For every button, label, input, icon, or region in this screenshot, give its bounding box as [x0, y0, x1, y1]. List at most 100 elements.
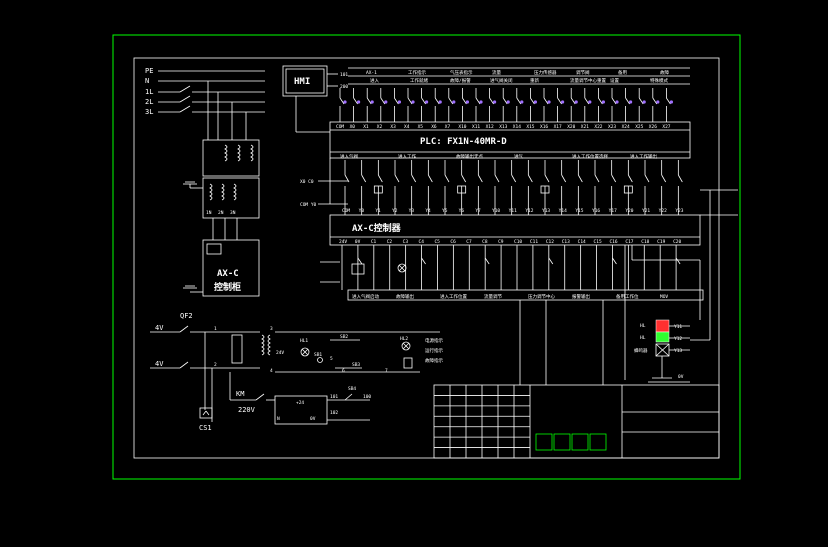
- psu-plus24: +24: [296, 400, 304, 406]
- controller-pin: C19: [657, 239, 665, 245]
- transformer-lower: 1N 2N 3N: [202, 177, 260, 240]
- plc-terminal-dot: [656, 100, 660, 104]
- lower-circuit: QF2 4V 4V 1 2 3 4 24V HL1 HL2 SB1 SB: [150, 312, 443, 432]
- plc-output-pin: Y0: [359, 208, 365, 214]
- hmi-block: HMI 101 200: [282, 65, 348, 133]
- plc-top-sub-1: 工作就绪: [410, 77, 428, 84]
- controller-pin: C5: [434, 239, 440, 245]
- plc-terminal-dot: [452, 100, 456, 104]
- transformer-pin-3n: 3N: [230, 210, 236, 216]
- tower-pin-2: Y12: [674, 336, 682, 342]
- relay-coil: [373, 185, 383, 194]
- plc-input-pin: X13: [499, 124, 507, 130]
- plc-terminal-dot: [574, 100, 578, 104]
- plc-input-pin: X7: [445, 124, 451, 130]
- controller-bottom-label-6: 备用工作位: [616, 293, 639, 300]
- vertical-buses: [519, 300, 604, 385]
- controller-pin: C10: [514, 239, 522, 245]
- plc-terminal-dot: [479, 100, 483, 104]
- transformer-pin-2n: 2N: [218, 210, 224, 216]
- psu-n: N: [277, 416, 280, 422]
- tag-220v: 220V: [238, 406, 256, 414]
- ground-cs1: CS1: [199, 424, 212, 432]
- node-2: 2: [214, 362, 217, 368]
- ground-symbol-upper: [183, 181, 203, 189]
- plc-input-pin: X6: [431, 124, 437, 130]
- controller-pin: C18: [641, 239, 649, 245]
- plc-output-pin: Y4: [425, 208, 431, 214]
- plc-terminal-dot: [370, 100, 374, 104]
- plc-terminal-dot: [520, 100, 524, 104]
- power-line-label-1l: 1L: [145, 88, 153, 96]
- plc-input-pin: X23: [608, 124, 616, 130]
- plc-input-pin: X22: [594, 124, 602, 130]
- plc-left-label-y: COM Y0: [300, 202, 317, 208]
- tower-label-buzzer: 蜂鸣器: [634, 347, 648, 354]
- wire-100: 100: [363, 394, 371, 400]
- plc-output-pin: Y2: [392, 208, 398, 214]
- lamp-hl2: HL2: [400, 336, 408, 342]
- node-6: 6: [342, 368, 345, 374]
- power-line-label-n: N: [145, 77, 149, 85]
- cabinet-label-line1: AX-C: [217, 269, 239, 279]
- plc-input-pin: X24: [622, 124, 630, 130]
- node-7: 7: [385, 368, 388, 374]
- plc-input-pin: X25: [635, 124, 643, 130]
- plc-input-pin: X3: [390, 124, 396, 130]
- plc-input-pin: X17: [554, 124, 562, 130]
- plc-terminal-dot: [384, 100, 388, 104]
- plc-terminal-dot: [533, 100, 538, 104]
- controller-pin: C8: [482, 239, 488, 245]
- plc-output-pin: Y16: [592, 208, 600, 214]
- controller-pin: C11: [530, 239, 538, 245]
- controller-pin: C7: [466, 239, 472, 245]
- plc-input-pin: COM: [336, 124, 344, 130]
- plc-bottom-header-3: 进气: [514, 153, 523, 160]
- cabinet-label-line2: 控制柜: [214, 281, 241, 293]
- power-line-label-pe: PE: [145, 67, 153, 75]
- plc-label: PLC: FX1N-40MR-D: [420, 137, 507, 147]
- plc-bottom-header-2: 故障输出无点: [456, 153, 483, 160]
- plc-output-pin: Y13: [542, 208, 550, 214]
- tower-pin-1: Y11: [674, 324, 682, 330]
- plc-terminal-dot: [642, 100, 646, 104]
- relay-coil: [457, 185, 467, 194]
- plc-top-sub-7: 特殊模式: [650, 77, 668, 84]
- plc-terminal-dot: [425, 100, 429, 104]
- hmi-port-200: 200: [340, 84, 348, 90]
- plc-output-pin: Y22: [659, 208, 667, 214]
- plc-terminal-dot: [438, 100, 442, 104]
- wire-101: 101: [330, 394, 338, 400]
- plc-top-header-5: 调节阀: [576, 69, 590, 76]
- plc-input-pin: X26: [649, 124, 657, 130]
- plc-terminal-dot: [397, 100, 401, 104]
- controller-bottom-label-0: 进入气阀启动: [352, 293, 379, 300]
- controller-pin: C4: [419, 239, 425, 245]
- controller-pin: C20: [673, 239, 681, 245]
- plc-terminal-dot: [465, 100, 469, 104]
- plc-input-pin: X5: [418, 124, 424, 130]
- plc-output-pin: Y23: [675, 208, 683, 214]
- node-1: 1: [214, 326, 217, 332]
- tower-label-red: HL: [640, 323, 646, 329]
- drawing-border: [133, 57, 720, 459]
- node-3: 3: [270, 326, 273, 332]
- plc-terminal-dot: [601, 100, 606, 104]
- plc-terminal-dot: [357, 100, 361, 104]
- lamp-text-3: 故障指示: [425, 357, 443, 364]
- plc-input-pin: X21: [581, 124, 589, 130]
- plc-terminal-dot: [561, 100, 565, 104]
- switch-sb4: SB4: [348, 386, 356, 392]
- plc-terminal-dot: [629, 100, 633, 104]
- switch-sb1: SB1: [314, 352, 322, 358]
- hmi-port-101: 101: [340, 72, 348, 78]
- plc-output-pin: Y21: [642, 208, 650, 214]
- plc-terminal-dot: [506, 100, 510, 104]
- plc-top-sub-5: 流量调节中心重置: [570, 77, 606, 84]
- plc-top-header-3: 流量: [492, 69, 501, 76]
- plc-input-pin: X1: [363, 124, 369, 130]
- power-line-label-2l: 2L: [145, 98, 153, 106]
- controller-pin: C1: [371, 239, 377, 245]
